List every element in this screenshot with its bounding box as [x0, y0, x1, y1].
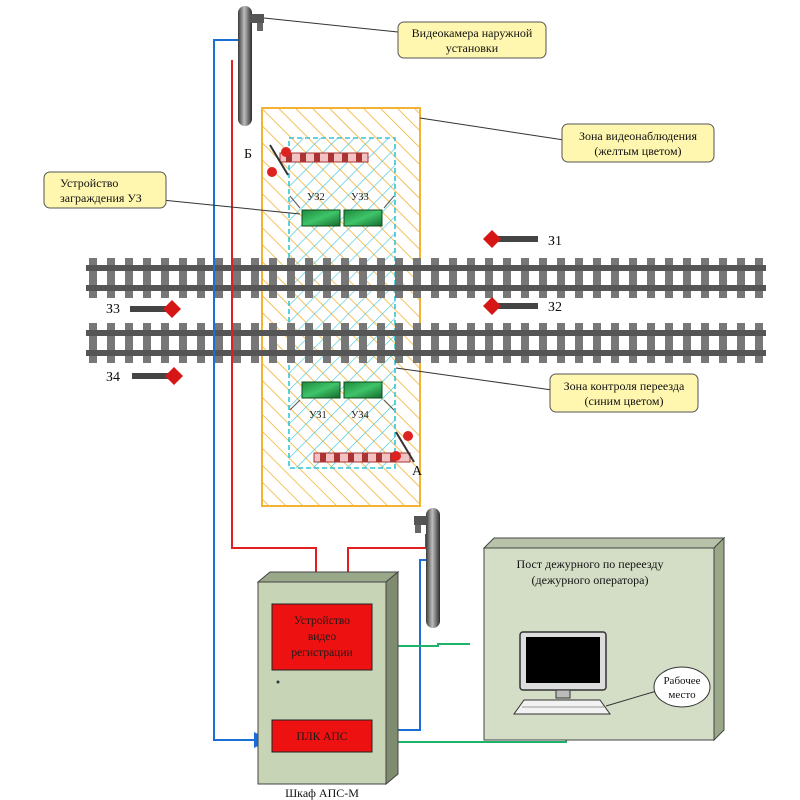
barrier-device-uz1: УЗ1: [301, 381, 341, 421]
callout-video-zone-line-2: (желтым цветом): [594, 144, 681, 158]
callout-barrier-device: Устройство заграждения УЗ: [43, 171, 301, 215]
railway-track-lower: [86, 323, 766, 363]
signal-z3: З3: [106, 300, 181, 318]
railway-track-upper: [86, 258, 766, 298]
post-title-line-2: (дежурного оператора): [532, 573, 649, 587]
barrier-label-uz4: УЗ4: [351, 410, 370, 421]
barrier-device-uz4: УЗ4: [343, 381, 383, 421]
plk-aps-label: ПЛК АПС: [297, 731, 348, 743]
callout-barrier-line-1: Устройство: [60, 176, 118, 190]
callout-camera-line-1: Видеокамера наружной: [412, 26, 533, 40]
callout-camera: Видеокамера наружной установки: [263, 17, 547, 59]
signal-label-z4: З4: [106, 370, 120, 385]
workstation-callout: Рабочее место: [653, 666, 711, 708]
video-recorder-line-3: регистрации: [291, 647, 352, 659]
signal-z2: З2: [483, 297, 562, 315]
signal-label-z3: З3: [106, 302, 120, 317]
workstation-line-1: Рабочее: [663, 675, 700, 687]
barrier-label-uz3: УЗ3: [351, 192, 369, 203]
camera-pole-bottom: [414, 508, 440, 628]
camera-pole-top: [238, 6, 264, 126]
callout-crossing-zone: Зона контроля переезда (синим цветом): [395, 367, 699, 413]
gate-arm-a: А: [313, 431, 423, 479]
callout-crossing-zone-line-1: Зона контроля переезда: [564, 379, 685, 393]
gate-label-a: А: [412, 464, 423, 479]
signal-label-z2: З2: [548, 300, 562, 315]
barrier-label-uz1: УЗ1: [309, 410, 327, 421]
callout-crossing-zone-line-2: (синим цветом): [585, 394, 664, 408]
callout-barrier-line-2: заграждения УЗ: [60, 191, 142, 205]
barrier-device-uz2: УЗ2: [301, 192, 341, 227]
callout-video-zone: Зона видеонаблюдения (желтым цветом): [419, 117, 715, 163]
gate-arm-b: Б: [244, 144, 369, 177]
cabinet-caption: Шкаф АПС-М: [285, 786, 359, 800]
aps-m-cabinet: Устройство видео регистрации ПЛК АПС Шка…: [256, 570, 400, 800]
operator-post: Пост дежурного по переезду (дежурного оп…: [482, 536, 726, 742]
workstation-line-2: место: [668, 689, 696, 701]
post-title-line-1: Пост дежурного по переезду: [517, 557, 664, 571]
crossing-control-zone: [288, 137, 396, 469]
video-recorder-unit: Устройство видео регистрации: [271, 603, 373, 671]
signal-z1: З1: [483, 230, 562, 249]
callout-camera-line-2: установки: [446, 41, 499, 55]
video-recorder-line-2: видео: [308, 631, 337, 643]
signal-z4: З4: [106, 367, 183, 385]
keyboard-icon: [513, 699, 611, 715]
barrier-device-uz3: УЗ3: [343, 192, 383, 227]
video-recorder-line-1: Устройство: [294, 615, 350, 627]
plk-aps-unit: ПЛК АПС: [271, 719, 373, 753]
barrier-label-uz2: УЗ2: [307, 192, 325, 203]
computer-monitor-icon: [519, 631, 607, 699]
callout-video-zone-line-1: Зона видеонаблюдения: [579, 129, 697, 143]
gate-label-b: Б: [244, 147, 252, 162]
signal-label-z1: З1: [548, 234, 562, 249]
